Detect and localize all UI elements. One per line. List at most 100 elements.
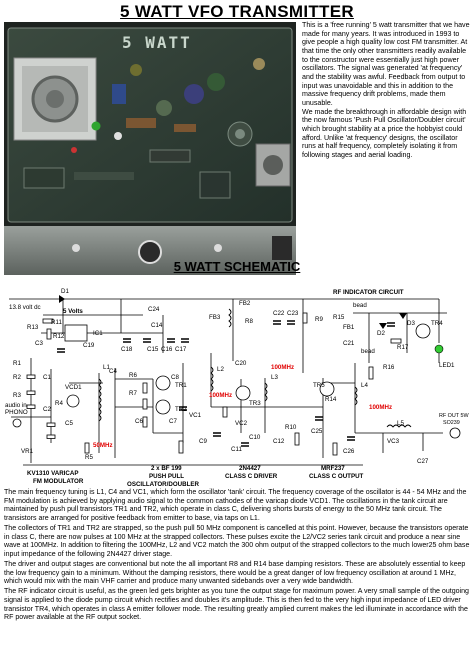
schematic-capacitors — [57, 320, 395, 447]
supply-label: 13.8 volt dc — [9, 304, 41, 311]
vc2-label: VC2 — [235, 420, 248, 427]
rf-out-label: RF OUT 5W — [439, 413, 469, 419]
product-description: This is a 'free running' 5 watt transmit… — [302, 21, 472, 160]
c8-label: C8 — [171, 374, 179, 381]
r6-label: R6 — [129, 372, 137, 379]
tr3-label: TR3 — [249, 400, 261, 407]
class-c-driver-label: CLASS C DRIVER — [225, 473, 278, 480]
vc1-label: VC1 — [189, 412, 202, 419]
fb1-label: FB1 — [343, 324, 355, 331]
c26-label: C26 — [343, 448, 355, 455]
r16-label: R16 — [383, 364, 395, 371]
r2-label: R2 — [13, 374, 21, 381]
mhz100-label: 100MHz — [271, 364, 294, 371]
tr2-label: TR2 — [175, 406, 187, 413]
class-c-output-label: CLASS C OUTPUT — [309, 473, 364, 480]
l2-label: L2 — [217, 366, 224, 373]
c20-label: C20 — [235, 360, 247, 367]
kv1310-label: KV1310 VARICAP — [27, 470, 78, 477]
d2-label: D2 — [377, 330, 385, 337]
mrf237-label: MRF237 — [321, 465, 345, 472]
notes-paragraph: The RF indicator circuit is useful, as t… — [4, 588, 469, 622]
d1-label: D1 — [61, 288, 69, 295]
l3-label: L3 — [271, 374, 278, 381]
c9-label: C9 — [199, 438, 207, 445]
five-volts-label: 5 Volts — [63, 308, 83, 315]
circuit-notes: The main frequency tuning is L1, C4 and … — [4, 489, 470, 624]
ic1-label: IC1 — [93, 330, 103, 337]
r11-label: R11 — [51, 319, 62, 326]
schematic-transistors — [66, 323, 431, 415]
schematic-coils — [98, 308, 412, 428]
c12-label: C12 — [273, 438, 285, 445]
r3-label: R3 — [13, 392, 21, 399]
r15-label: R15 — [333, 314, 345, 321]
l5-label: L5 — [397, 420, 404, 427]
page-title: 5 WATT VFO TRANSMITTER — [120, 2, 354, 21]
r14-label: R14 — [325, 396, 337, 403]
c19-label: C19 — [83, 342, 95, 349]
notes-paragraph: The main frequency tuning is L1, C4 and … — [4, 489, 467, 523]
vc3-label: VC3 — [387, 438, 400, 445]
schematic-title: 5 WATT SCHEMATIC — [173, 259, 301, 274]
l1-label: L1 — [103, 364, 110, 371]
c23-label: C23 — [287, 310, 299, 317]
oscillator-doubler-label: OSCILLATOR/DOUBLER — [127, 481, 199, 488]
c21-label: C21 — [343, 340, 355, 347]
push-pull-label: PUSH PULL — [149, 473, 184, 480]
c15-label: C15 — [147, 346, 159, 353]
board-silkscreen: 5 WATT — [122, 33, 192, 52]
mhz100-label: 100MHz — [369, 404, 392, 411]
r7-label: R7 — [129, 390, 137, 397]
c24-label: C24 — [148, 306, 160, 313]
notes-paragraph: The driver and output stages are convent… — [4, 561, 466, 586]
fb3-label: FB3 — [209, 314, 221, 321]
tr5-label: TR5 — [313, 382, 325, 389]
l4-label: L4 — [361, 382, 368, 389]
mhz50-label: 50MHz — [93, 442, 113, 449]
2n4427-label: 2N4427 — [239, 465, 261, 472]
so239-label: SO239 — [443, 420, 460, 426]
led1-label: LED1 — [439, 362, 455, 369]
c14-label: C14 — [151, 322, 163, 329]
bead-label: bead — [353, 302, 367, 309]
tr1-label: TR1 — [175, 382, 187, 389]
r4-label: R4 — [55, 400, 63, 407]
notes-paragraph: The collectors of TR1 and TR2 are strapp… — [4, 525, 470, 559]
d3-label: D3 — [407, 320, 415, 327]
r5-label: R5 — [85, 454, 93, 461]
bf199-label: 2 x BF 199 — [151, 465, 182, 472]
c22-label: C22 — [273, 310, 285, 317]
audio-in-label: audio in — [5, 402, 27, 409]
tr4-label: TR4 — [431, 320, 443, 327]
schematic-diodes — [59, 295, 444, 354]
r13-label: R13 — [27, 324, 39, 331]
c7-label: C7 — [169, 418, 177, 425]
c6-label: C6 — [135, 418, 143, 425]
fb2-label: FB2 — [239, 300, 251, 307]
r12-label: R12 — [53, 333, 65, 340]
transmitter-board-image: 5 WATT — [4, 22, 296, 275]
r17-label: R17 — [397, 344, 409, 351]
c5-label: C5 — [65, 420, 73, 427]
description-paragraph: This is a 'free running' 5 watt transmit… — [302, 21, 470, 107]
product-photo: 5 WATT — [4, 22, 296, 275]
r10-label: R10 — [285, 424, 297, 431]
rf-indicator-label: RF INDICATOR CIRCUIT — [333, 289, 404, 296]
fm-modulator-label: FM MODULATOR — [33, 478, 84, 485]
schematic-diagram: D1 13.8 volt dc 5 Volts R11 R12 R13 C3 I… — [5, 288, 469, 488]
c4-label: C4 — [109, 368, 117, 375]
schematic-connectors — [12, 418, 461, 439]
c17-label: C17 — [175, 346, 187, 353]
c2-label: C2 — [43, 406, 51, 413]
c3-label: C3 — [35, 340, 43, 347]
mhz100-label: 100MHz — [209, 392, 232, 399]
c27-label: C27 — [417, 458, 429, 465]
c11-label: C11 — [231, 446, 242, 453]
phono-label: PHONO — [5, 409, 28, 416]
c18-label: C18 — [121, 346, 133, 353]
description-paragraph: We made the breakthrough in affordable d… — [302, 107, 467, 159]
c25-label: C25 — [311, 428, 323, 435]
c16-label: C16 — [161, 346, 173, 353]
r8-label: R8 — [245, 318, 253, 325]
